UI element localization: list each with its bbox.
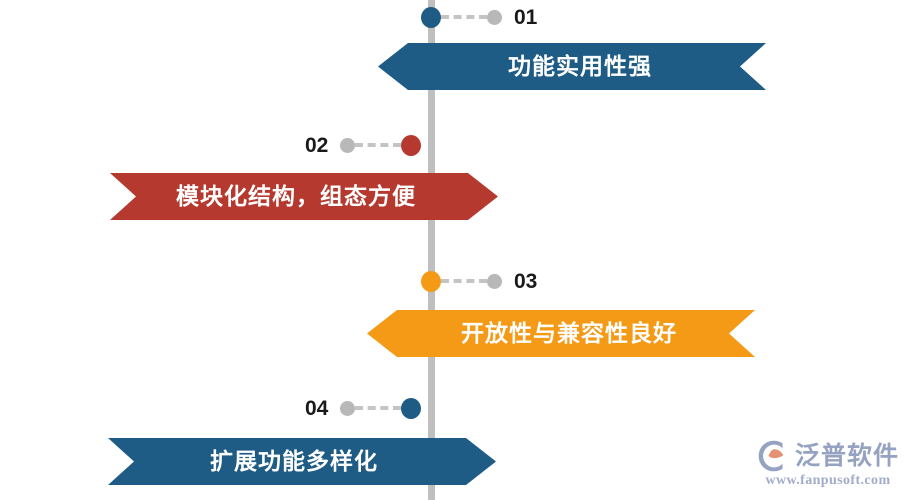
milestone-marker-02[interactable]: 02 — [305, 132, 422, 158]
ribbon-shape-02 — [110, 173, 498, 220]
milestone-endpoint-dot-03 — [487, 273, 502, 289]
milestone-endpoint-dot-02 — [340, 137, 356, 153]
ribbon-step-01[interactable]: 功能实用性强 — [378, 43, 766, 90]
watermark-brand: 泛普软件 — [794, 441, 899, 470]
ribbon-label-04: 扩展功能多样化 — [210, 448, 378, 474]
timeline-axis — [428, 0, 435, 500]
ribbon-label-01: 功能实用性强 — [508, 53, 652, 79]
ribbon-label-02: 模块化结构，组态方便 — [176, 183, 416, 209]
ribbon-shape-01 — [378, 43, 766, 90]
milestone-number-01: 01 — [514, 5, 538, 29]
milestone-connector-03 — [441, 279, 487, 283]
ribbon-step-03[interactable]: 开放性与兼容性良好 — [367, 310, 755, 357]
milestone-number-04: 04 — [305, 396, 329, 420]
ribbon-step-02[interactable]: 模块化结构，组态方便 — [110, 173, 498, 220]
milestone-endpoint-dot-01 — [487, 9, 502, 25]
fanpu-logo-icon — [758, 440, 784, 472]
milestone-dot-03 — [421, 270, 441, 292]
watermark-url: www.fanpusoft.com — [765, 473, 891, 488]
milestone-connector-02 — [355, 143, 402, 147]
ribbon-label-03: 开放性与兼容性良好 — [461, 320, 677, 346]
ribbon-shape-03 — [367, 310, 755, 357]
ribbon-shape-04 — [108, 438, 496, 485]
milestone-dot-02 — [401, 134, 422, 156]
milestone-number-02: 02 — [305, 133, 329, 157]
milestone-number-03: 03 — [514, 269, 538, 293]
milestone-endpoint-dot-04 — [340, 400, 356, 416]
milestone-marker-03[interactable]: 03 — [421, 268, 537, 294]
ribbon-step-04[interactable]: 扩展功能多样化 — [108, 438, 496, 485]
milestone-marker-04[interactable]: 04 — [305, 395, 422, 421]
milestone-dot-01 — [421, 6, 441, 28]
watermark-logo-row: 泛普软件 — [757, 439, 899, 473]
milestone-marker-01[interactable]: 01 — [421, 4, 537, 30]
milestone-connector-01 — [441, 15, 487, 19]
milestone-connector-04 — [355, 406, 402, 410]
milestone-dot-04 — [401, 397, 422, 419]
watermark: 泛普软件 www.fanpusoft.com — [748, 439, 908, 488]
